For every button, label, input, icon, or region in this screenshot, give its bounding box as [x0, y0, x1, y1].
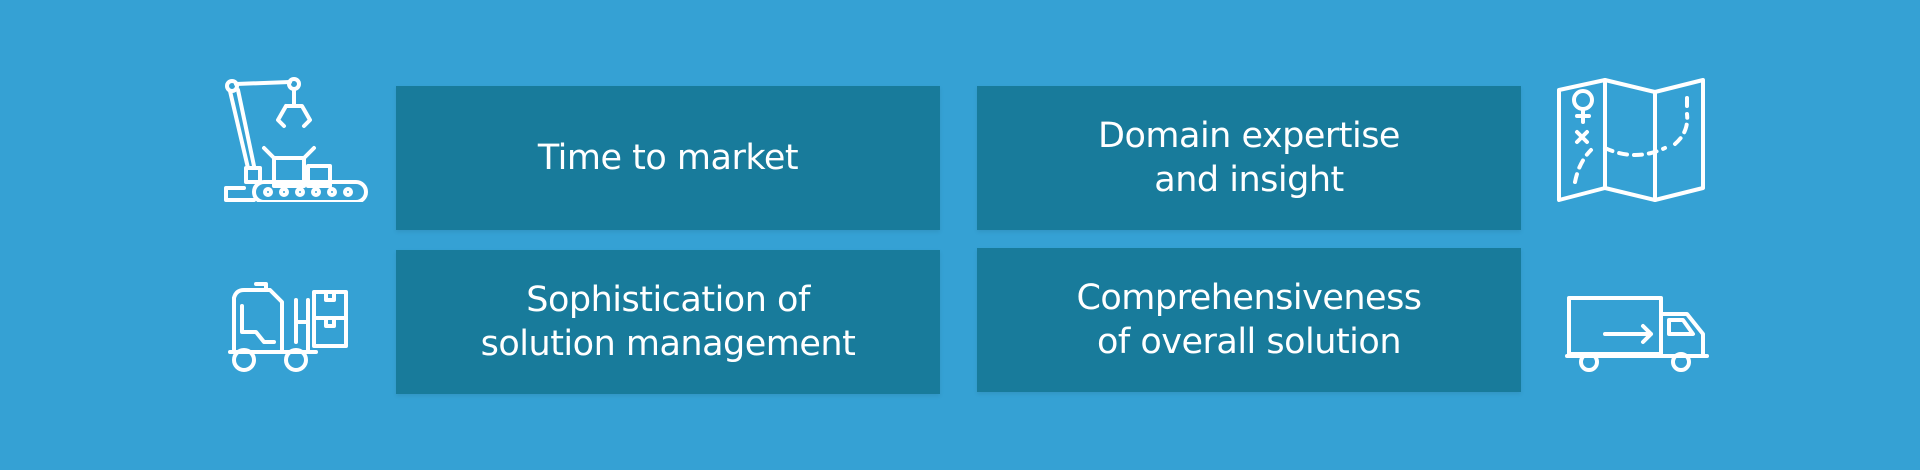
map-icon: [1555, 76, 1707, 202]
card-label: Sophistication of solution management: [480, 280, 856, 364]
card-label: Time to market: [537, 138, 799, 178]
card-label: Domain expertise and insight: [1098, 116, 1400, 200]
delivery-truck-icon: [1565, 294, 1709, 372]
forklift-icon: [226, 282, 374, 372]
card-sophistication: Sophistication of solution management: [396, 250, 940, 394]
robot-arm-conveyor-icon: [224, 76, 368, 204]
card-label: Comprehensiveness of overall solution: [1076, 278, 1422, 362]
card-comprehensiveness: Comprehensiveness of overall solution: [977, 248, 1521, 392]
card-domain-expertise: Domain expertise and insight: [977, 86, 1521, 230]
card-time-to-market: Time to market: [396, 86, 940, 230]
